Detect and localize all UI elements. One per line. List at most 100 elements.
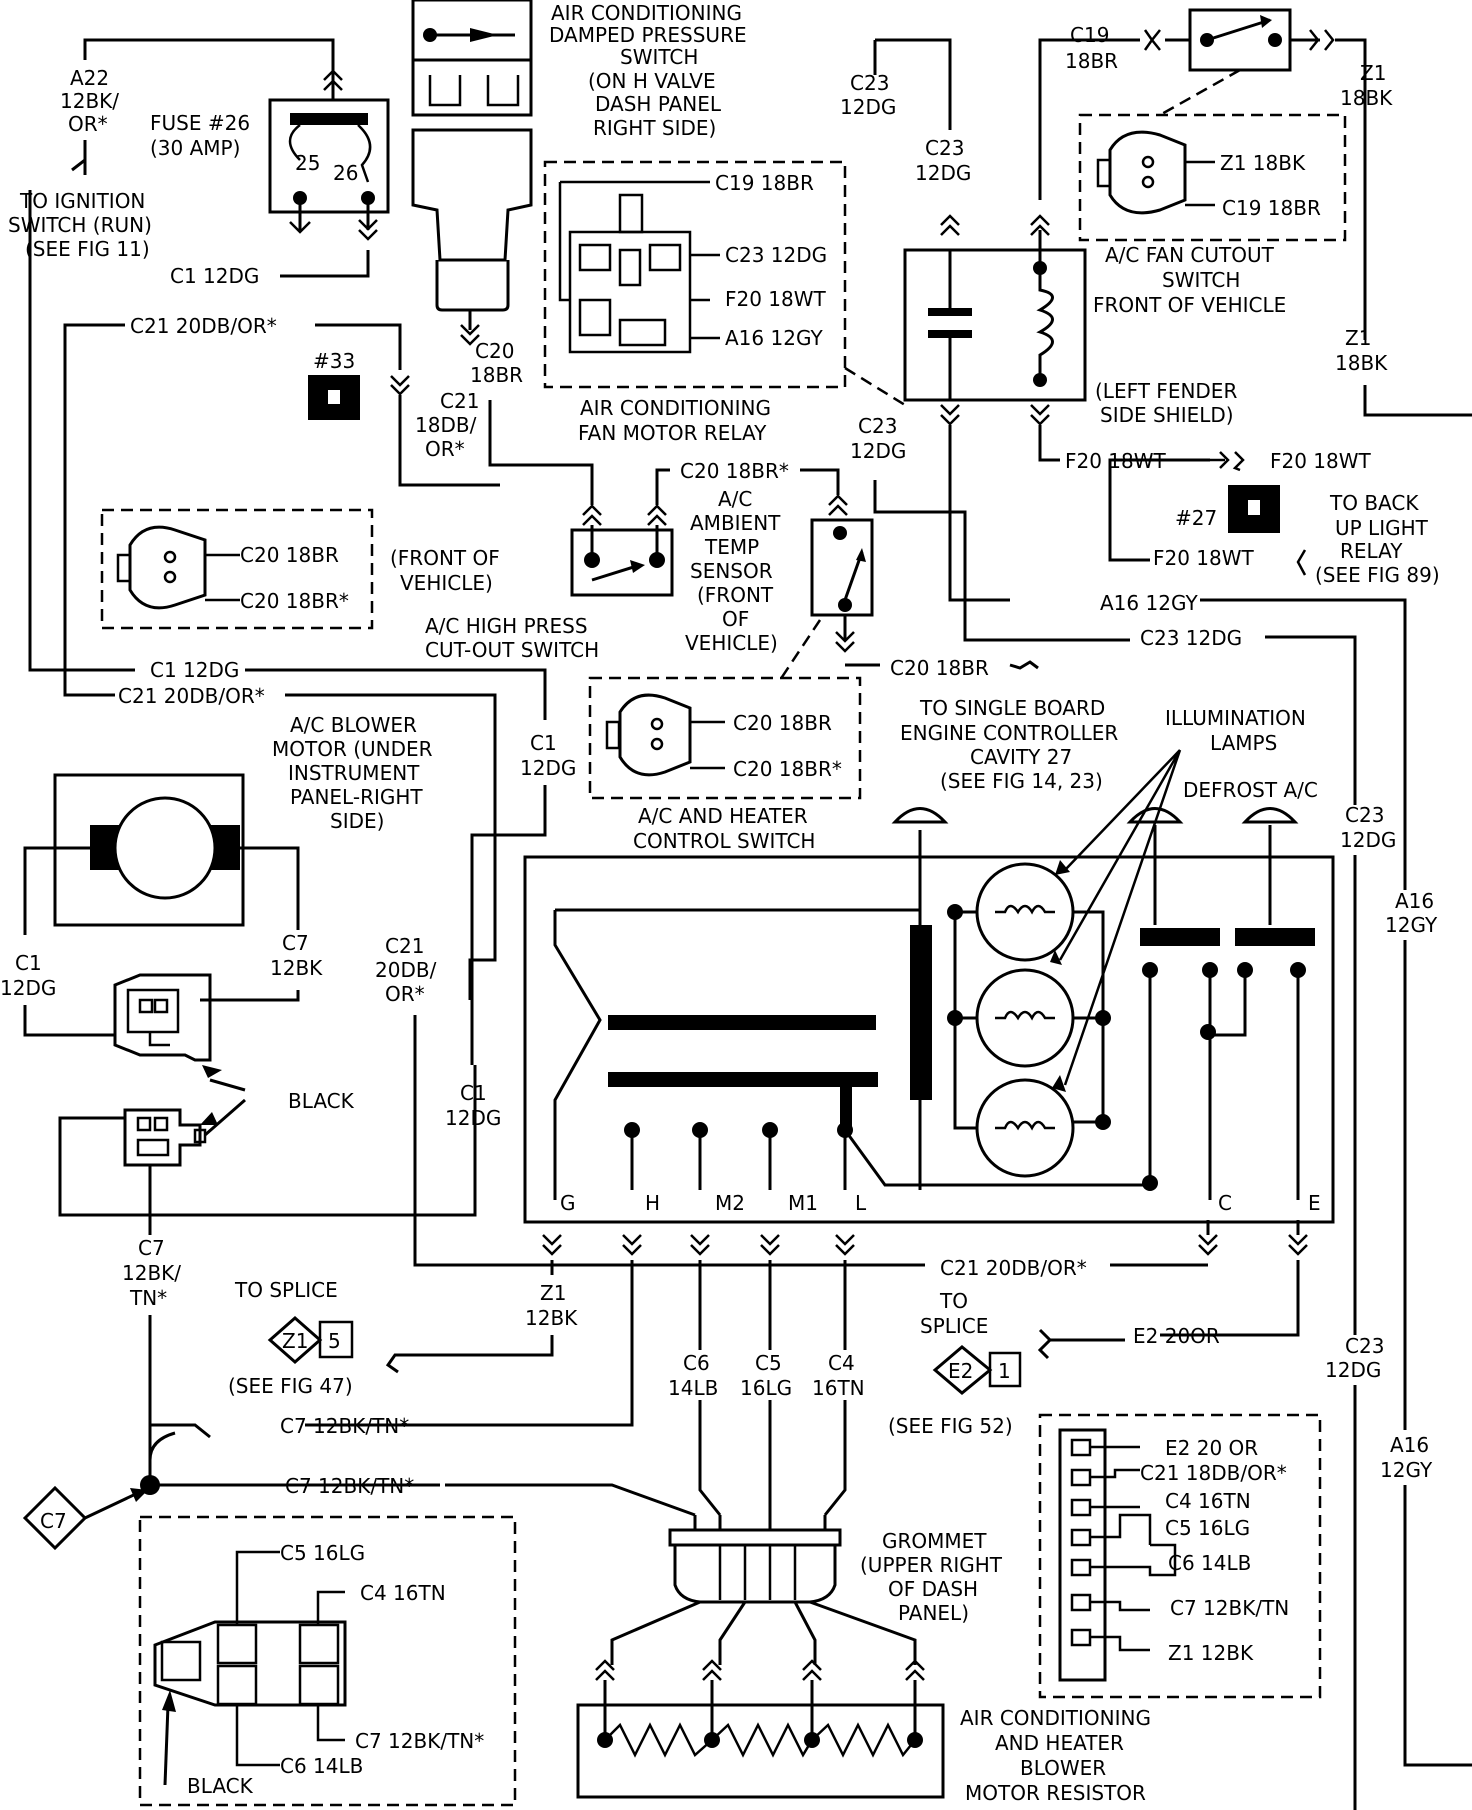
svg-text:Z1: Z1	[1345, 326, 1371, 350]
svg-text:C20 18BR: C20 18BR	[240, 543, 339, 567]
svg-text:12BK: 12BK	[270, 956, 323, 980]
svg-text:RELAY: RELAY	[1340, 539, 1403, 563]
svg-text:PANEL): PANEL)	[898, 1601, 969, 1625]
svg-text:C21: C21	[385, 934, 424, 958]
a22-wire-label: A22 12BK/ OR*	[60, 66, 119, 136]
svg-text:TO BACK: TO BACK	[1329, 491, 1419, 515]
svg-text:12DG: 12DG	[915, 161, 971, 185]
svg-text:CAVITY 27: CAVITY 27	[970, 745, 1072, 769]
z1-12bk-label: Z1 12BK	[525, 1281, 578, 1330]
a22-wire	[83, 38, 335, 70]
illumination-lamps-label: ILLUMINATION LAMPS	[1165, 706, 1306, 755]
svg-text:TO: TO	[939, 1289, 968, 1313]
fan-cutout-switch	[1165, 8, 1320, 72]
svg-text:TN*: TN*	[129, 1286, 167, 1310]
svg-text:12DG: 12DG	[1340, 828, 1396, 852]
svg-text:GROMMET: GROMMET	[882, 1529, 987, 1553]
svg-text:C23 12DG: C23 12DG	[725, 243, 827, 267]
svg-text:VEHICLE): VEHICLE)	[685, 631, 778, 655]
svg-text:(ON H VALVE: (ON H VALVE	[588, 69, 716, 93]
left-fender-label: (LEFT FENDER SIDE SHIELD)	[1095, 379, 1237, 427]
svg-text:(FRONT OF: (FRONT OF	[390, 546, 500, 570]
c23-12dg-label-1: C23 12DG	[840, 71, 896, 119]
svg-text:BLACK: BLACK	[187, 1774, 254, 1798]
c21-mid-label: C21 20DB/OR*	[118, 684, 265, 708]
svg-text:C1: C1	[15, 951, 42, 975]
svg-text:C21 18DB/OR*: C21 18DB/OR*	[1140, 1461, 1287, 1485]
blower-motor-resistor: AIR CONDITIONING AND HEATER BLOWER MOTOR…	[576, 1680, 1151, 1805]
splice-c7: C7	[22, 1485, 148, 1551]
c6-label: C6 14LB	[668, 1351, 718, 1400]
svg-text:TO SPLICE: TO SPLICE	[234, 1278, 338, 1302]
svg-text:12GY: 12GY	[1385, 913, 1438, 937]
c21-18db-label: C21 18DB/ OR*	[415, 389, 479, 461]
svg-text:18BR: 18BR	[1065, 49, 1118, 73]
fuse-27: #27	[1175, 485, 1280, 533]
svg-text:26: 26	[333, 161, 358, 185]
svg-text:12DG: 12DG	[520, 756, 576, 780]
svg-text:Z1 12BK: Z1 12BK	[1168, 1641, 1254, 1665]
svg-text:M2: M2	[715, 1191, 745, 1215]
svg-text:12DG: 12DG	[840, 95, 896, 119]
fan-cutout-switch-label: A/C FAN CUTOUT SWITCH FRONT OF VEHICLE	[1093, 243, 1286, 317]
svg-text:(UPPER RIGHT: (UPPER RIGHT	[860, 1553, 1003, 1577]
c20-sbec-label: C20 18BR	[890, 656, 989, 680]
a16-label: A16 12GY	[1100, 591, 1198, 615]
c23-12dg-label-2: C23 12DG	[915, 136, 971, 185]
defrost-ac-label: DEFROST A/C	[1183, 778, 1318, 802]
svg-text:(LEFT FENDER: (LEFT FENDER	[1095, 379, 1237, 403]
c20-18br-label: C20 18BR	[470, 339, 523, 387]
c23-label: C23 12DG	[1140, 626, 1242, 650]
fuse-33: #33	[308, 349, 360, 420]
svg-text:(SEE FIG 11): (SEE FIG 11)	[25, 237, 150, 261]
svg-text:(SEE FIG 47): (SEE FIG 47)	[228, 1374, 353, 1398]
svg-text:12GY: 12GY	[1380, 1458, 1433, 1482]
svg-text:RIGHT SIDE): RIGHT SIDE)	[593, 116, 716, 140]
svg-text:C20: C20	[475, 339, 514, 363]
svg-text:A16 12GY: A16 12GY	[725, 326, 823, 350]
svg-text:OF DASH: OF DASH	[888, 1577, 978, 1601]
svg-text:TO SINGLE BOARD: TO SINGLE BOARD	[919, 696, 1105, 720]
svg-text:C19 18BR: C19 18BR	[1222, 196, 1321, 220]
svg-text:UP LIGHT: UP LIGHT	[1335, 516, 1429, 540]
svg-text:(SEE FIG 14, 23): (SEE FIG 14, 23)	[940, 769, 1103, 793]
svg-text:C4 16TN: C4 16TN	[1165, 1489, 1251, 1513]
c1-mid-label: C1 12DG	[150, 658, 239, 682]
svg-text:M1: M1	[788, 1191, 818, 1215]
bottom-connector: C5 16LG C4 16TN C7 12BK/TN* C6 14LB BLAC…	[138, 1515, 517, 1807]
svg-text:C7: C7	[282, 931, 309, 955]
svg-text:12BK/: 12BK/	[60, 89, 119, 113]
svg-text:SIDE SHIELD): SIDE SHIELD)	[1100, 403, 1234, 427]
grommet: GROMMET (UPPER RIGHT OF DASH PANEL)	[668, 1528, 1003, 1625]
svg-text:FUSE #26: FUSE #26	[150, 111, 250, 135]
svg-text:12DG: 12DG	[850, 439, 906, 463]
svg-text:G: G	[560, 1191, 576, 1215]
svg-text:A22: A22	[70, 66, 109, 90]
svg-text:TO IGNITION: TO IGNITION	[19, 189, 145, 213]
c1-12dg-label-1: C1 12DG	[520, 731, 576, 780]
svg-text:AIR CONDITIONING: AIR CONDITIONING	[580, 396, 771, 420]
svg-text:C23: C23	[850, 71, 889, 95]
z1-18bk-label-2: Z1 18BK	[1335, 326, 1388, 375]
blower-connector-1	[113, 973, 212, 1062]
svg-text:C4 16TN: C4 16TN	[360, 1581, 446, 1605]
a16-12gy-label-1: A16 12GY	[1385, 889, 1438, 937]
ignition-switch-label: TO IGNITION SWITCH (RUN) (SEE FIG 11)	[8, 189, 152, 261]
fuse-26: FUSE #26 (30 AMP) 25 26	[150, 98, 390, 241]
svg-text:VEHICLE): VEHICLE)	[400, 571, 493, 595]
svg-text:CUT-OUT SWITCH: CUT-OUT SWITCH	[425, 638, 599, 662]
svg-text:C4: C4	[828, 1351, 855, 1375]
svg-text:(30 AMP): (30 AMP)	[150, 136, 240, 160]
z1-18bk-label-1: Z1 18BK	[1340, 61, 1393, 110]
control-switch-connector: C20 18BR C20 18BR* A/C AND HEATER CONTRO…	[588, 676, 862, 853]
c19-18br-label: C19 18BR	[1065, 23, 1118, 73]
c7-12bk-label: C7 12BK	[270, 931, 323, 980]
c7-star-label-1: C7 12BK/TN*	[280, 1414, 409, 1438]
e2-label: E2 20OR	[1133, 1324, 1220, 1348]
svg-text:18BR: 18BR	[470, 363, 523, 387]
svg-text:AND HEATER: AND HEATER	[995, 1731, 1124, 1755]
c23-12dg-label-3: C23 12DG	[850, 414, 906, 463]
svg-text:OR*: OR*	[385, 982, 425, 1006]
svg-text:18BK: 18BK	[1335, 351, 1388, 375]
